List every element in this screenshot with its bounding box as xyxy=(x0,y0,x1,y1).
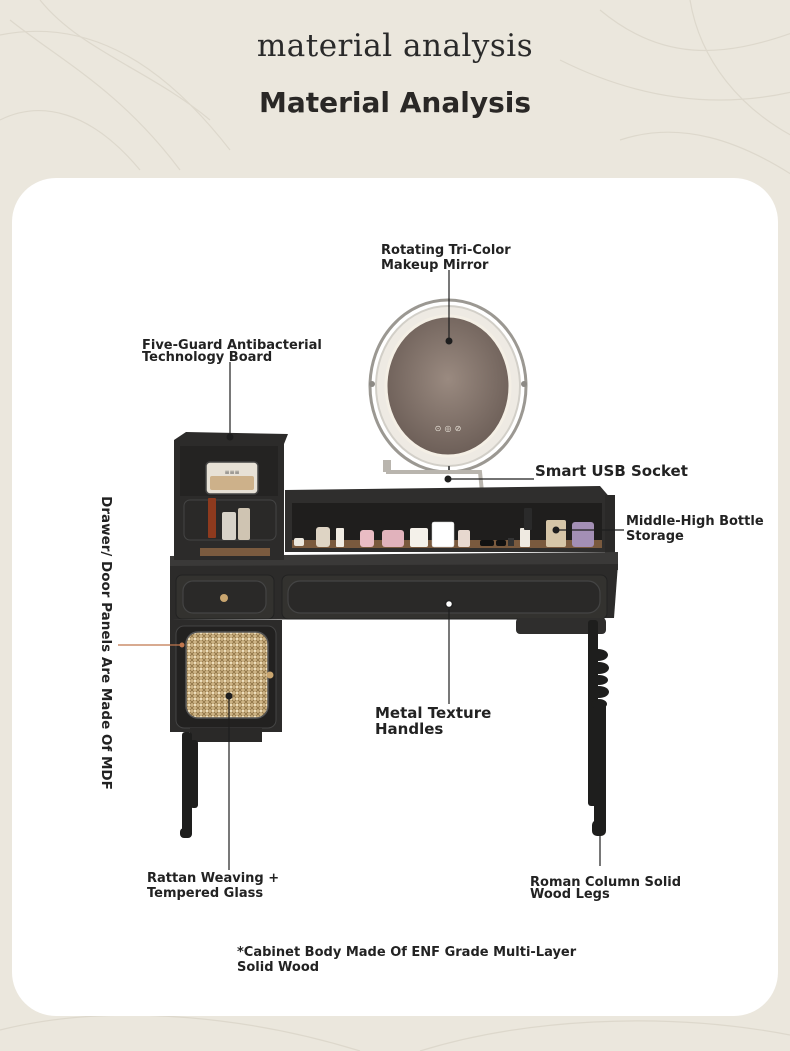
desk-body xyxy=(170,552,618,634)
mirror-button-3: ⊘ xyxy=(455,424,462,433)
left-tower: ≡≡≡ xyxy=(174,432,288,560)
makeup-mirror xyxy=(368,298,528,474)
mirror-arm xyxy=(383,460,484,494)
label-usb-socket: Smart USB Socket xyxy=(535,462,688,480)
lower-cabinet xyxy=(170,620,282,742)
script-title: material analysis xyxy=(256,28,534,64)
leader-lines xyxy=(118,270,624,870)
label-rattan-glass: Rattan Weaving +Tempered Glass xyxy=(147,871,280,901)
mirror-button-1: ⊙ xyxy=(435,424,442,433)
page-title: Material Analysis xyxy=(258,86,532,119)
small-drawer-handle xyxy=(220,594,228,602)
label-door-panels: Drawer/ Door Panels Are Made Of MDF xyxy=(98,496,114,790)
mirror-touch-buttons: ⊙ ◎ ⊘ xyxy=(435,424,462,433)
mirror-button-2: ◎ xyxy=(445,424,452,433)
center-drawer-handle xyxy=(444,599,454,609)
footnote-cabinet-body: *Cabinet Body Made Of ENF Grade Multi-La… xyxy=(237,945,577,975)
legs xyxy=(180,620,609,838)
svg-text:≡≡≡: ≡≡≡ xyxy=(224,469,239,476)
